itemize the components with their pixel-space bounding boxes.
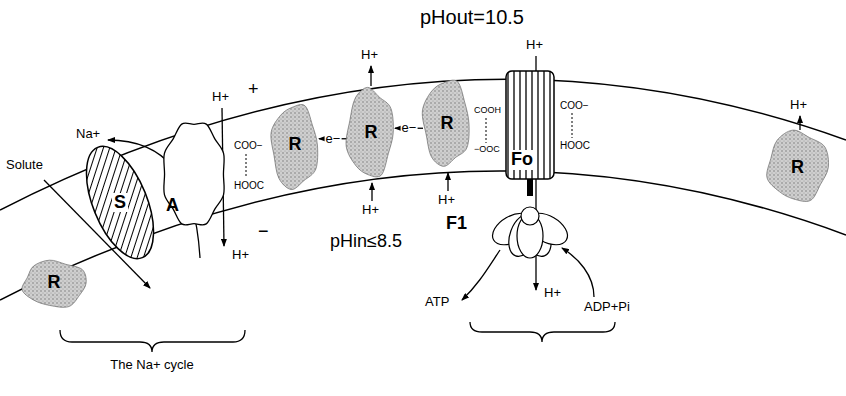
- bracket-label: The Na+ cycle: [110, 358, 193, 372]
- protein-blob: [22, 260, 86, 307]
- f1-core: [521, 207, 539, 225]
- node-label: R: [365, 123, 378, 143]
- hydrogen-bond: [572, 113, 573, 138]
- proton-label: H+: [438, 193, 455, 207]
- carboxyl-group: COO−: [560, 100, 589, 111]
- node-label: R: [441, 114, 454, 134]
- antiporter-outline: [164, 123, 224, 225]
- carboxyl-group: COOH: [474, 106, 501, 116]
- protein-blob: [422, 80, 469, 166]
- antiporter: A: [160, 118, 228, 230]
- proton-arrow: [447, 173, 448, 191]
- substrate-label: ADP+Pi: [584, 300, 630, 314]
- proton-label: H+: [212, 90, 229, 104]
- node-label: R: [48, 273, 61, 293]
- adp-arrow: [562, 248, 594, 297]
- proton-label: H+: [544, 286, 561, 300]
- respiratory-complex: R: [765, 130, 830, 205]
- protein-blob: [767, 130, 829, 201]
- respiratory-complex: R: [20, 258, 88, 308]
- charge-sign: −: [258, 222, 269, 242]
- hydrogen-bond: [486, 118, 487, 143]
- f1-head: F1: [440, 182, 580, 262]
- striped-cylinder: [506, 71, 554, 179]
- node-label: S: [112, 193, 128, 213]
- hatched-oval: [73, 137, 168, 268]
- proton-label: H+: [362, 203, 379, 217]
- respiratory-complex: R: [346, 85, 396, 180]
- ion-label: Na+: [76, 127, 100, 141]
- symporter: S: [90, 140, 150, 265]
- proton-arrow: [370, 66, 371, 86]
- hydrogen-bond: [246, 154, 247, 178]
- protein-blob: [271, 105, 318, 190]
- bracket: [470, 322, 615, 342]
- solute-label: Solute: [6, 158, 43, 172]
- carboxyl-group: COO−: [234, 140, 263, 151]
- proton-label: H+: [790, 98, 807, 112]
- carboxyl-group: HOOC: [560, 140, 590, 151]
- respiratory-complex: R: [270, 100, 320, 190]
- carboxyl-group: −OOC: [474, 145, 500, 155]
- carboxyl-group: HOOC: [234, 180, 264, 191]
- bracket: [60, 330, 245, 352]
- protein-blob: [346, 87, 393, 177]
- atp-arrow: [462, 250, 500, 300]
- proton-label: H+: [361, 48, 378, 62]
- edge-label: e−: [401, 121, 418, 135]
- node-label: F1: [446, 214, 467, 234]
- ph-label: pHin≤8.5: [330, 232, 402, 252]
- charge-sign: +: [248, 80, 259, 100]
- product-label: ATP: [425, 295, 449, 309]
- f1-stalk: [527, 178, 533, 196]
- edge-label: e−: [325, 132, 342, 146]
- node-label: Fo: [509, 150, 535, 170]
- node-label: R: [791, 158, 804, 178]
- node-label: R: [289, 135, 302, 155]
- node-label: A: [166, 196, 179, 216]
- proton-arrow: [371, 183, 372, 201]
- proton-label: H+: [232, 248, 249, 262]
- proton-label: H+: [526, 38, 543, 52]
- proton-arrow: [799, 116, 800, 130]
- fo-sector: Fo: [505, 70, 555, 180]
- ph-label: pHout=10.5: [420, 6, 524, 28]
- respiratory-complex: R: [422, 78, 472, 170]
